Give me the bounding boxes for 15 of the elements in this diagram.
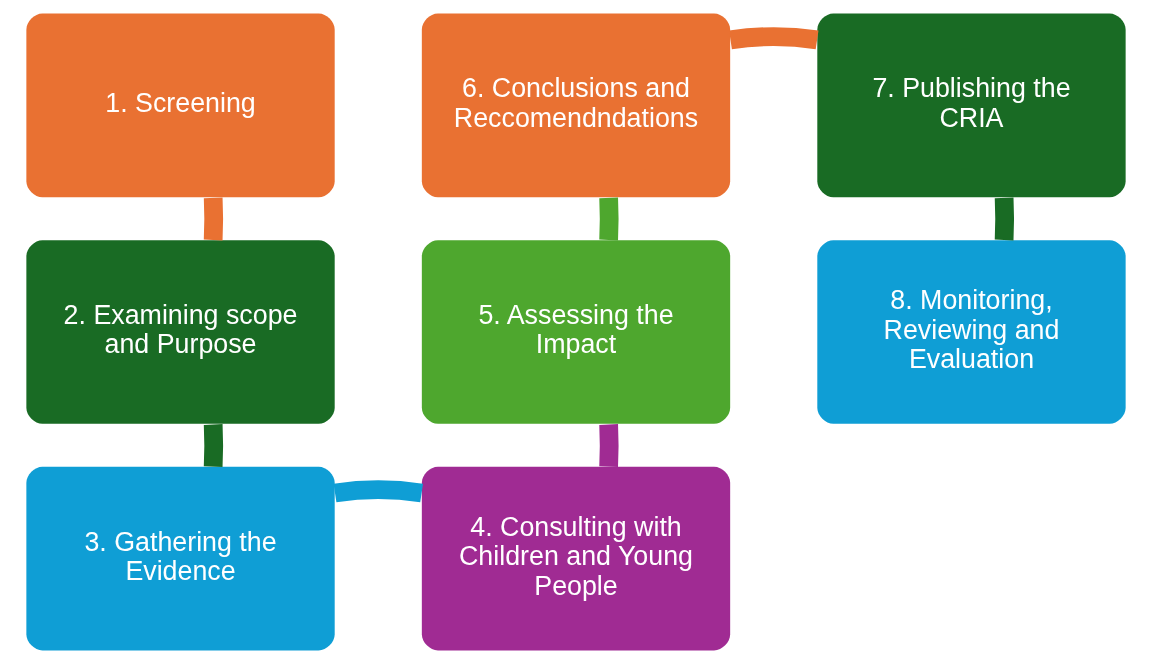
connector <box>598 423 619 468</box>
connector <box>994 197 1014 241</box>
connector <box>203 424 223 468</box>
node-box: 5. Assessing the Impact <box>421 240 730 424</box>
connector <box>728 27 818 50</box>
node-box: 6. Conclusions and Reccomendndations <box>421 13 730 198</box>
node-box: 1. Screening <box>25 13 335 198</box>
node-box: 4. Consulting with Children and Young People <box>421 466 730 651</box>
connector <box>203 197 223 241</box>
node-box: 7. Publishing the CRIA <box>816 13 1126 198</box>
node-box: 2. Examining scope and Purpose <box>25 240 335 424</box>
node-box: 3. Gathering the Evidence <box>25 466 335 651</box>
node-box: 8. Monitoring, Reviewing and Evaluation <box>816 240 1126 424</box>
connector <box>598 197 619 241</box>
connector <box>333 480 423 503</box>
